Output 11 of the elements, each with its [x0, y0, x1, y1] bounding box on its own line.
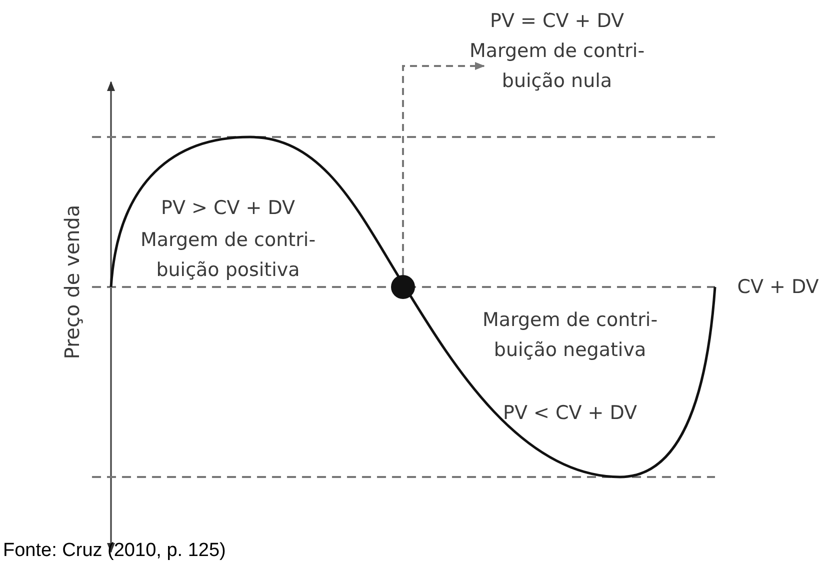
region-label: Margem de contri- buição positiva [139, 228, 317, 283]
equation-text: PV = CV + DV [490, 9, 624, 34]
condition-text: PV > CV + DV [161, 196, 295, 221]
caption: Fonte: Cruz (2010, p. 125) [3, 540, 226, 562]
level-label: CV + DV [737, 275, 819, 300]
region-label: Margem de contri- buição negativa [481, 308, 659, 363]
point-marker [391, 275, 415, 299]
condition-text: PV < CV + DV [503, 401, 637, 426]
annotation-text: Margem de contri- buição nula [468, 39, 646, 94]
axis-label: Preço de venda [59, 204, 85, 360]
leader-arrow [402, 62, 485, 275]
